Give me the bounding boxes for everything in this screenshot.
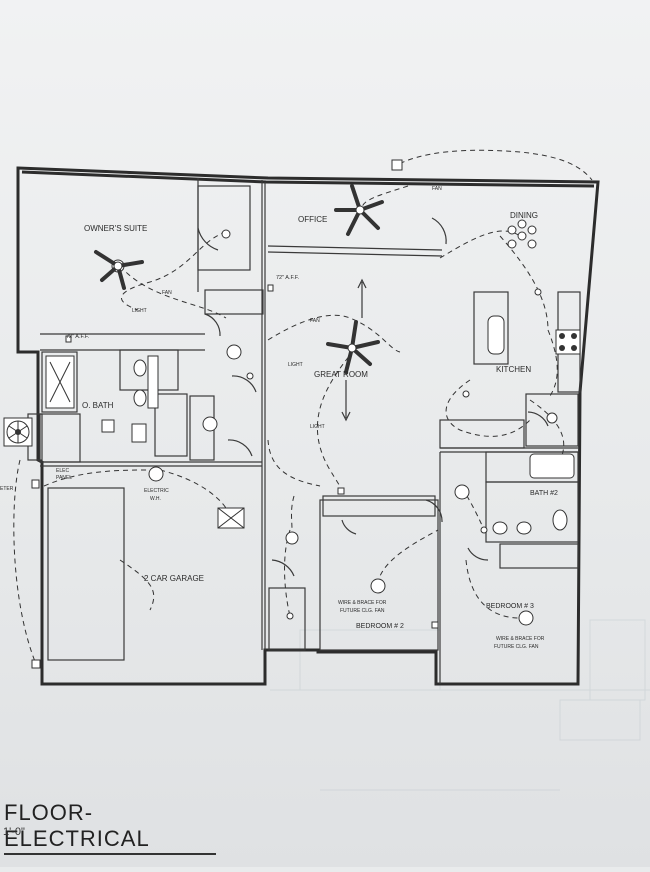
light-fixture-icons: [202, 229, 558, 626]
ceiling-fan-icon: [326, 320, 380, 374]
room-label-garage: 2 CAR GARAGE: [144, 574, 204, 583]
fan-brace-note: FUTURE CLG. FAN: [494, 644, 539, 650]
plumbing-fixtures: [45, 315, 581, 535]
room-label-bedroom-2: BEDROOM # 2: [356, 623, 404, 630]
light-note: LIGHT: [132, 308, 147, 314]
fan-note: FAN: [310, 318, 320, 324]
door-swings: [197, 217, 549, 577]
room-label-owners-suite: OWNER'S SUITE: [84, 224, 147, 233]
room-label-office: OFFICE: [298, 215, 327, 224]
fan-note: FAN: [162, 290, 172, 296]
room-label-dining: DINING: [510, 211, 538, 220]
light-note: LIGHT: [310, 424, 325, 430]
sheet-scale: 1'-0": [3, 826, 25, 838]
chandelier-icon: [507, 219, 537, 249]
water-heater-note: ELECTRIC: [144, 488, 169, 494]
panel-note: PANEL: [56, 475, 72, 481]
ceiling-fan-icon: [94, 250, 144, 290]
fan-brace-note: WIRE & BRACE FOR: [338, 600, 387, 606]
fan-brace-note: WIRE & BRACE FOR: [496, 636, 545, 642]
switch-boxes: [31, 159, 439, 669]
room-label-kitchen: KITCHEN: [496, 365, 531, 374]
height-note: 72" A.F.F.: [66, 334, 90, 340]
panel-note: ELEC: [56, 468, 69, 474]
direction-arrows: [341, 278, 367, 422]
water-heater-note: W.H.: [150, 496, 161, 502]
exterior-walls: [16, 166, 600, 686]
bleed-through-lines: [270, 619, 650, 791]
room-label-o-bath: O. BATH: [82, 401, 114, 410]
sheet-title: FLOOR- ELECTRICAL: [4, 800, 216, 855]
fan-note: FAN: [432, 186, 442, 192]
height-note: 72" A.F.F.: [276, 275, 300, 281]
fan-brace-note: FUTURE CLG. FAN: [340, 608, 385, 614]
meter-note: ETER: [0, 486, 14, 492]
light-note: LIGHT: [288, 362, 303, 368]
ceiling-fan-icon: [334, 184, 384, 236]
room-label-bath-2: BATH #2: [530, 490, 558, 497]
room-label-great-room: GREAT ROOM: [314, 370, 368, 379]
room-label-bedroom-3: BEDROOM # 3: [486, 603, 534, 610]
exhaust-fan-icon: [3, 417, 33, 447]
